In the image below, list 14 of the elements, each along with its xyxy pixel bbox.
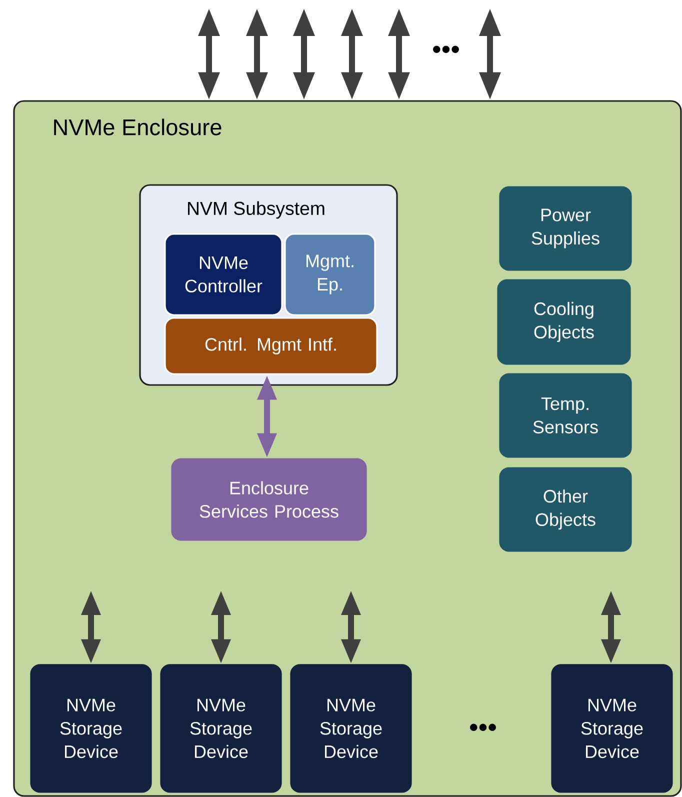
process-box: Enclosure Services Process xyxy=(171,458,367,541)
process-box: Temp. Sensors xyxy=(499,373,632,458)
ellipsis: ••• xyxy=(470,724,496,731)
device-box: NVMe Storage Device xyxy=(160,664,282,793)
process-box: NVMe Controller xyxy=(164,233,283,316)
process-box: Other Objects xyxy=(499,467,632,552)
process-box: Power Supplies xyxy=(499,186,632,271)
device-box: NVMe Storage Device xyxy=(551,664,673,793)
device-box: NVMe Storage Device xyxy=(30,664,152,793)
process-box: Cntrl. Mgmt Intf. xyxy=(164,317,378,375)
process-box: Cooling Objects xyxy=(497,279,631,365)
process-box: Mgmt. Ep. xyxy=(284,233,376,316)
ellipsis: ••• xyxy=(433,46,459,53)
device-box: NVMe Storage Device xyxy=(290,664,412,793)
